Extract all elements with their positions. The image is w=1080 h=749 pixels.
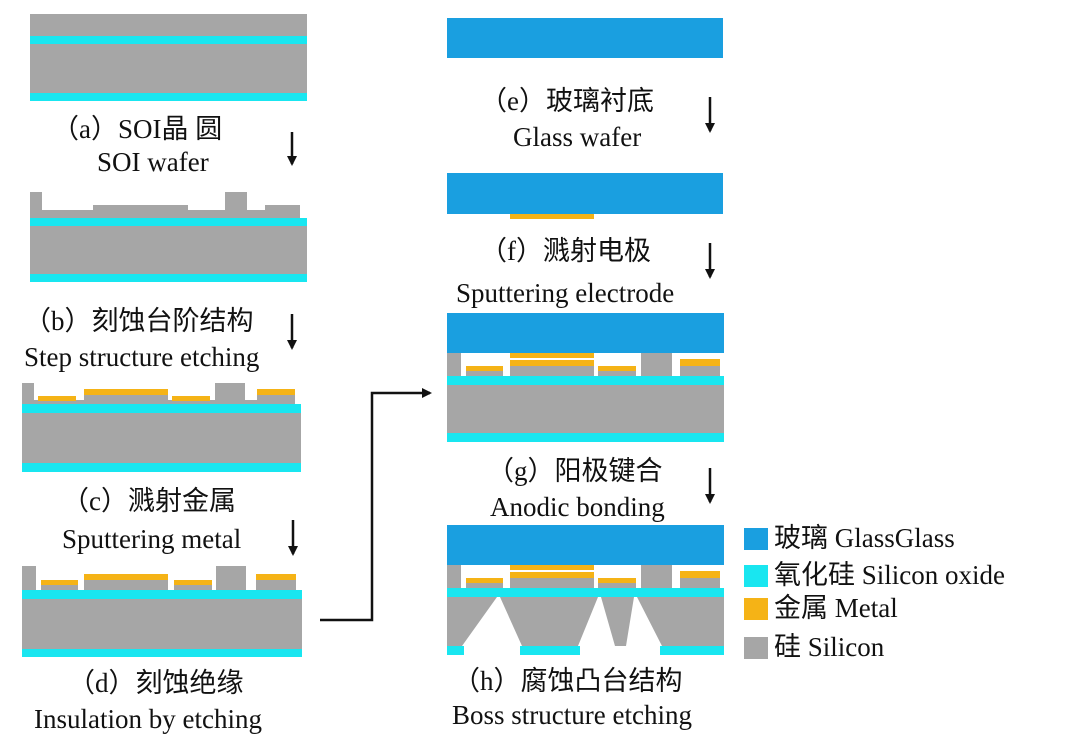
legend-swatch-oxide	[744, 565, 768, 587]
metal-pad	[84, 389, 168, 395]
legend-label-metal: 金属 Metal	[774, 593, 898, 623]
step-h-caption-en: Boss structure etching	[452, 700, 692, 730]
oxide-bottom-layer	[447, 433, 724, 442]
metal-pad	[174, 580, 212, 585]
silicon-island	[216, 566, 246, 590]
step-g-cross-section	[447, 313, 724, 442]
metal-pad	[510, 360, 594, 366]
boss-silicon-structure	[447, 597, 724, 646]
step-h-caption-cn: （h）腐蚀凸台结构	[453, 666, 683, 696]
glass-wafer	[447, 525, 724, 565]
silicon-island	[680, 578, 720, 588]
silicon-substrate	[447, 385, 724, 433]
step-a-caption-cn: （a）SOI晶 圆	[52, 114, 222, 144]
step-c-caption-en: Sputtering metal	[62, 524, 241, 554]
oxide-bottom-layer	[30, 274, 307, 282]
silicon-substrate	[22, 599, 302, 649]
step-g-caption-cn: （g）阳极键合	[487, 456, 663, 486]
oxide-bottom-layer	[22, 649, 302, 657]
step-f-caption-en: Sputtering electrode	[456, 278, 674, 308]
metal-pad	[598, 578, 636, 583]
glass-wafer	[447, 173, 723, 214]
silicon-island	[598, 583, 636, 588]
metal-pad	[466, 578, 503, 583]
electrode-metal	[510, 353, 594, 358]
silicon-island	[447, 565, 461, 588]
oxide-bottom-layer	[447, 646, 464, 655]
silicon-island	[510, 366, 594, 376]
etched-step-silicon	[22, 383, 295, 404]
metal-pad	[598, 366, 636, 371]
legend-swatch-metal	[744, 598, 768, 620]
oxide-layer	[30, 218, 307, 226]
metal-pad	[510, 572, 594, 578]
step-a-caption-en: SOI wafer	[97, 147, 209, 177]
step-b-caption-cn: （b）刻蚀台阶结构	[24, 306, 254, 336]
silicon-island	[466, 583, 503, 588]
step-f-cross-section	[447, 173, 723, 219]
step-e-caption-cn: （e）玻璃衬底	[480, 86, 654, 116]
oxide-layer	[30, 36, 307, 44]
silicon-substrate	[30, 226, 307, 274]
etched-step-silicon	[30, 192, 300, 218]
silicon-substrate	[22, 413, 301, 463]
metal-pad	[466, 366, 503, 371]
legend-swatch-silicon	[744, 637, 768, 659]
step-d-cross-section	[22, 566, 302, 657]
silicon-island	[598, 371, 636, 376]
oxide-layer	[22, 590, 302, 599]
step-h-cross-section	[447, 525, 724, 655]
oxide-layer	[447, 376, 724, 385]
metal-pad	[84, 574, 168, 580]
oxide-bottom-layer	[660, 646, 724, 655]
metal-pad	[256, 574, 296, 580]
step-a-cross-section	[30, 14, 307, 101]
silicon-island	[84, 580, 168, 590]
metal-pad	[38, 396, 76, 401]
oxide-bottom-layer	[30, 93, 307, 101]
step-g-caption-en: Anodic bonding	[490, 492, 665, 522]
legend-label-glass: 玻璃 GlassGlass	[774, 523, 955, 553]
silicon-substrate	[30, 44, 307, 93]
silicon-island	[22, 566, 36, 590]
step-f-caption-cn: （f）溅射电极	[480, 236, 651, 266]
metal-pad	[172, 396, 210, 401]
metal-pad	[680, 359, 720, 366]
legend-swatch-glass	[744, 528, 768, 550]
silicon-island	[641, 353, 672, 376]
oxide-layer	[447, 588, 724, 597]
silicon-top-layer	[30, 14, 307, 36]
legend: 玻璃 GlassGlass 氧化硅 Silicon oxide 金属 Metal…	[744, 523, 1005, 662]
step-c-caption-cn: （c）溅射金属	[62, 486, 236, 516]
metal-pad	[680, 571, 720, 578]
silicon-island	[174, 585, 212, 590]
oxide-bottom-layer	[520, 646, 580, 655]
step-d-caption-en: Insulation by etching	[34, 704, 262, 734]
silicon-island	[641, 565, 672, 588]
step-e-caption-en: Glass wafer	[513, 122, 641, 152]
glass-wafer	[447, 313, 724, 353]
electrode-metal	[510, 565, 594, 570]
legend-label-silicon: 硅 Silicon	[774, 632, 885, 662]
oxide-bottom-layer	[22, 463, 301, 472]
silicon-island	[466, 371, 503, 376]
silicon-island	[680, 366, 720, 376]
oxide-layer	[22, 404, 301, 413]
glass-wafer	[447, 18, 723, 58]
legend-label-oxide: 氧化硅 Silicon oxide	[774, 560, 1005, 590]
silicon-island	[41, 585, 78, 590]
step-c-cross-section	[22, 383, 301, 472]
metal-pad	[257, 389, 295, 395]
step-d-caption-cn: （d）刻蚀绝缘	[68, 668, 244, 698]
step-b-caption-en: Step structure etching	[24, 342, 259, 372]
electrode-metal	[510, 214, 594, 219]
silicon-island	[447, 353, 461, 376]
silicon-island	[256, 580, 296, 590]
step-b-cross-section	[30, 192, 307, 282]
silicon-island	[510, 578, 594, 588]
step-e-cross-section	[447, 18, 723, 58]
metal-pad	[41, 580, 78, 585]
connector-arrow-d-to-g	[320, 388, 432, 622]
